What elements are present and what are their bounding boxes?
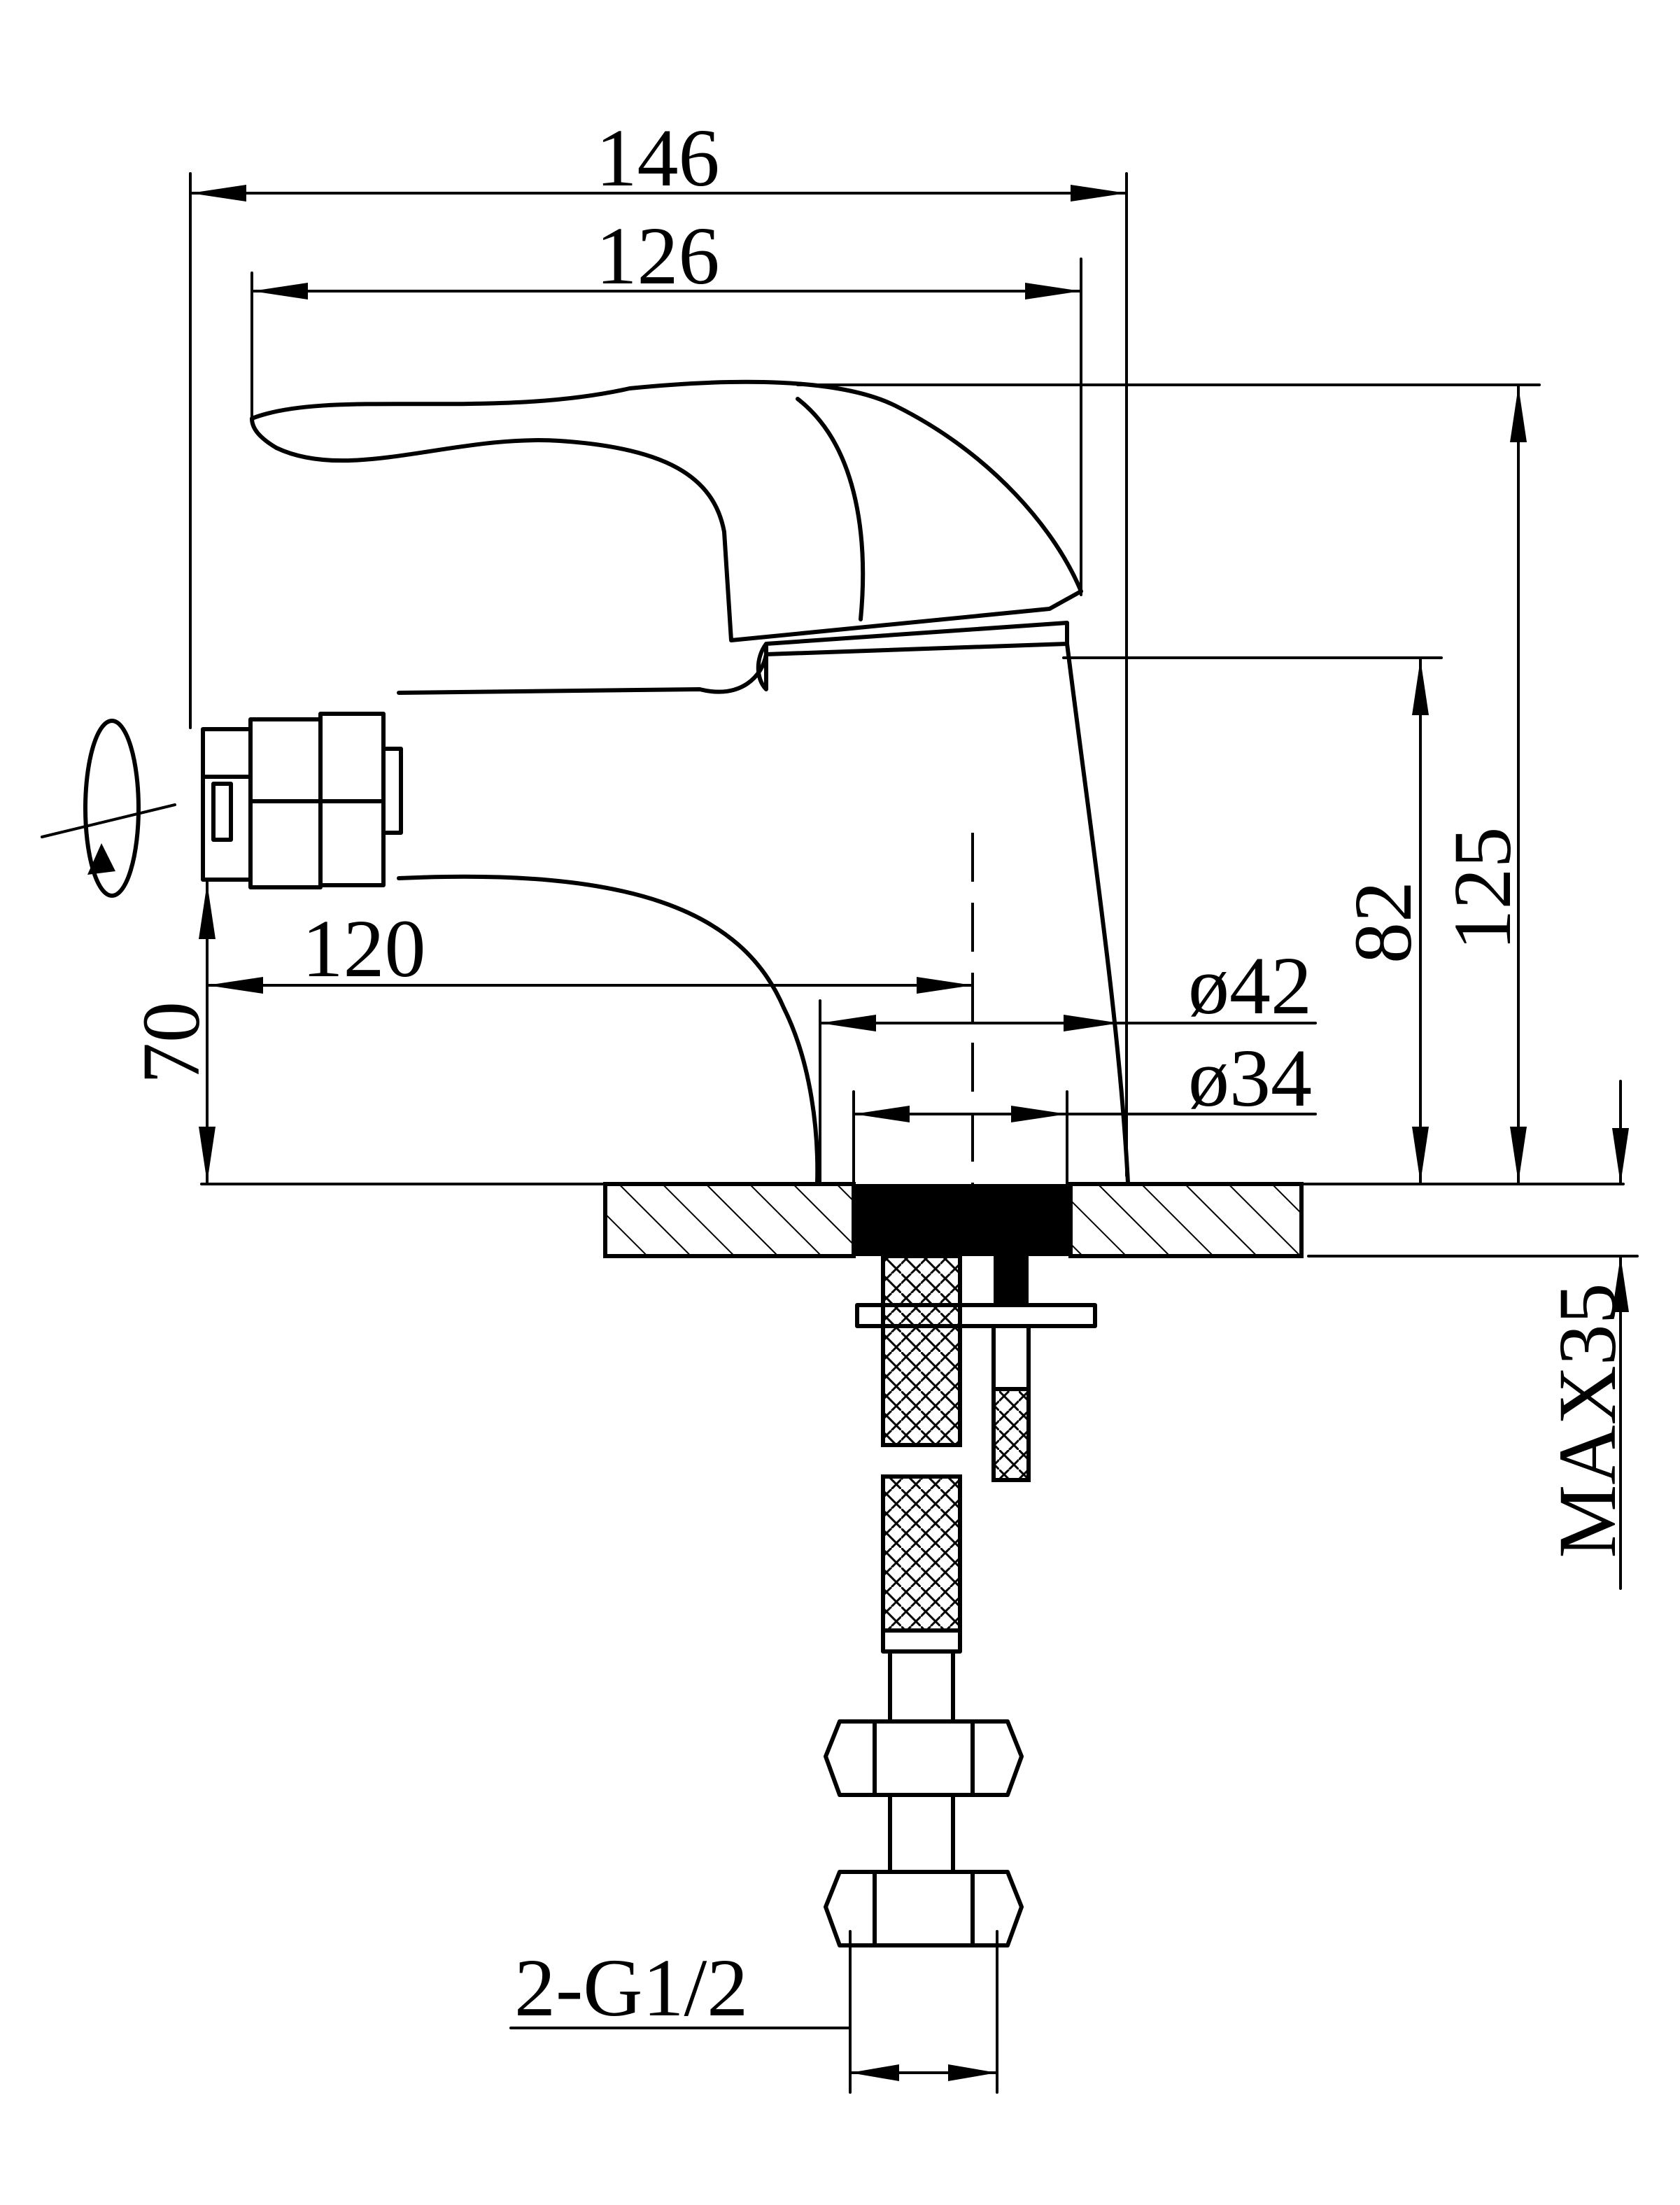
dim-label-146: 146 xyxy=(596,112,720,204)
mounting-stud xyxy=(855,1256,1097,1482)
dim-label-120: 120 xyxy=(302,903,426,994)
dim-label-max35: MAX35 xyxy=(1541,1283,1633,1558)
dim-label-70: 70 xyxy=(125,1001,217,1084)
dimension-146: 146 xyxy=(189,112,1128,1177)
dimension-diameter-34: ø34 xyxy=(852,1032,1317,1185)
dimension-126: 126 xyxy=(250,210,1082,596)
dimension-diameter-42: ø42 xyxy=(819,940,1317,1185)
dimension-125: 125 xyxy=(796,383,1541,1185)
dim-label-82: 82 xyxy=(1337,881,1429,964)
dimension-g12: 2-G1/2 xyxy=(509,1930,998,2094)
dimension-70: 70 xyxy=(125,880,217,1185)
mixer-body xyxy=(41,379,1130,1190)
dim-label-125: 125 xyxy=(1437,827,1528,951)
mounting-seal xyxy=(854,1184,1071,1256)
countertop-section xyxy=(200,1182,1625,1258)
dim-label-connection: 2-G1/2 xyxy=(514,1942,748,2034)
supply-hose xyxy=(824,1254,1024,1947)
dim-label-diameter-42: ø42 xyxy=(1188,940,1312,1031)
dim-label-diameter-34: ø34 xyxy=(1188,1032,1312,1124)
dim-label-126: 126 xyxy=(596,210,720,302)
dimension-82: 82 xyxy=(1062,656,1443,1185)
dimension-max35: MAX35 xyxy=(1307,1080,1639,1590)
dimension-120: 120 xyxy=(206,903,974,994)
